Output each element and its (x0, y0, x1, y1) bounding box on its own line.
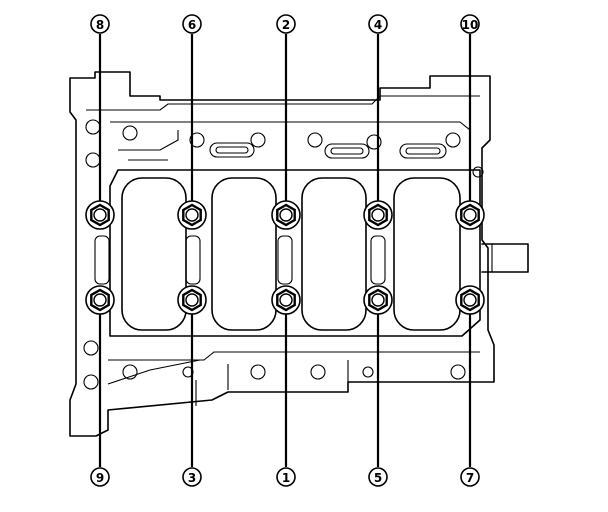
lower-hole (250, 364, 266, 380)
bolt-2-badge (276, 14, 296, 34)
web-slot (185, 235, 201, 285)
bolt-4-center (371, 208, 385, 222)
bolt-9-badge (90, 467, 110, 487)
bolt-4-badge-number: 4 (374, 18, 382, 32)
left-top-channel (118, 130, 179, 161)
top-gallery-hole (445, 132, 461, 148)
top-gallery-hole (366, 134, 382, 150)
bolt-5: 5 (363, 285, 393, 487)
coolant-slot (209, 142, 255, 158)
cylinder-bore (301, 177, 367, 331)
bolt-9: 9 (85, 285, 115, 487)
cylinder-bore (121, 177, 187, 331)
web-slot (94, 235, 110, 285)
top-gallery-hole (472, 166, 484, 178)
water-jacket-outline (109, 169, 481, 337)
bolt-5-center (371, 293, 385, 307)
bolt-8-badge-number: 8 (96, 18, 104, 32)
lower-hole (362, 366, 374, 378)
web-slot (370, 235, 386, 285)
lower-skirt-rib (107, 359, 349, 406)
block-outer-outline (69, 71, 495, 437)
bolt-3-badge-number: 3 (188, 471, 196, 485)
bolt-10-center (463, 208, 477, 222)
coolant-slot (324, 143, 370, 159)
bolt-5-badge-number: 5 (374, 471, 382, 485)
bolt-3-badge (182, 467, 202, 487)
top-deck-edge (86, 95, 480, 111)
bolt-3-center (185, 293, 199, 307)
bolt-4-badge (368, 14, 388, 34)
bolt-1-center (279, 293, 293, 307)
bolt-7-badge (460, 467, 480, 487)
top-deck-edge-2 (110, 121, 471, 150)
bolt-1-badge-number: 1 (282, 471, 290, 485)
bolt-9-center (93, 293, 107, 307)
cylinder-bore (211, 177, 277, 331)
bolt-1-badge (276, 467, 296, 487)
bolt-2-center (279, 208, 293, 222)
left-flange-hole (83, 340, 99, 356)
bolt-8-badge (90, 14, 110, 34)
top-gallery-hole (189, 132, 205, 148)
coolant-slot (399, 143, 447, 159)
bolt-6-center (185, 208, 199, 222)
top-gallery-hole (307, 132, 323, 148)
bolt-1: 1 (271, 285, 301, 487)
cylinder-bore (393, 177, 461, 331)
bolt-6: 6 (177, 14, 207, 230)
top-gallery-hole (122, 125, 138, 141)
lower-skirt-line (108, 351, 480, 361)
coolant-slot-inner (330, 147, 364, 155)
web-slot (277, 235, 293, 285)
left-flange-hole (85, 119, 101, 135)
lower-hole (310, 364, 326, 380)
lower-hole (122, 364, 138, 380)
bolt-7-badge-number: 7 (466, 471, 474, 485)
bolt-7-center (463, 293, 477, 307)
bolt-6-badge (182, 14, 202, 34)
right-side-boss (481, 243, 529, 273)
bolt-8: 8 (85, 14, 115, 230)
bolt-7: 7 (455, 285, 485, 487)
lower-hole (450, 364, 466, 380)
bolt-layer: 8 6 2 4 10 9 3 1 5 7 (85, 14, 485, 487)
bolt-10-badge-number: 10 (462, 18, 479, 32)
coolant-slot-inner (405, 147, 441, 155)
bolt-2: 2 (271, 14, 301, 230)
bolt-10: 10 (455, 14, 485, 230)
left-flange-hole (83, 374, 99, 390)
bolt-6-badge-number: 6 (188, 18, 196, 32)
bolt-8-center (93, 208, 107, 222)
bolt-3: 3 (177, 285, 207, 487)
bolt-10-badge (460, 14, 480, 34)
left-flange-hole (85, 152, 101, 168)
coolant-slot-inner (215, 146, 249, 154)
bolt-2-badge-number: 2 (282, 18, 290, 32)
bolt-4: 4 (363, 14, 393, 230)
bolt-9-badge-number: 9 (96, 471, 104, 485)
top-gallery-hole (250, 132, 266, 148)
bolt-5-badge (368, 467, 388, 487)
